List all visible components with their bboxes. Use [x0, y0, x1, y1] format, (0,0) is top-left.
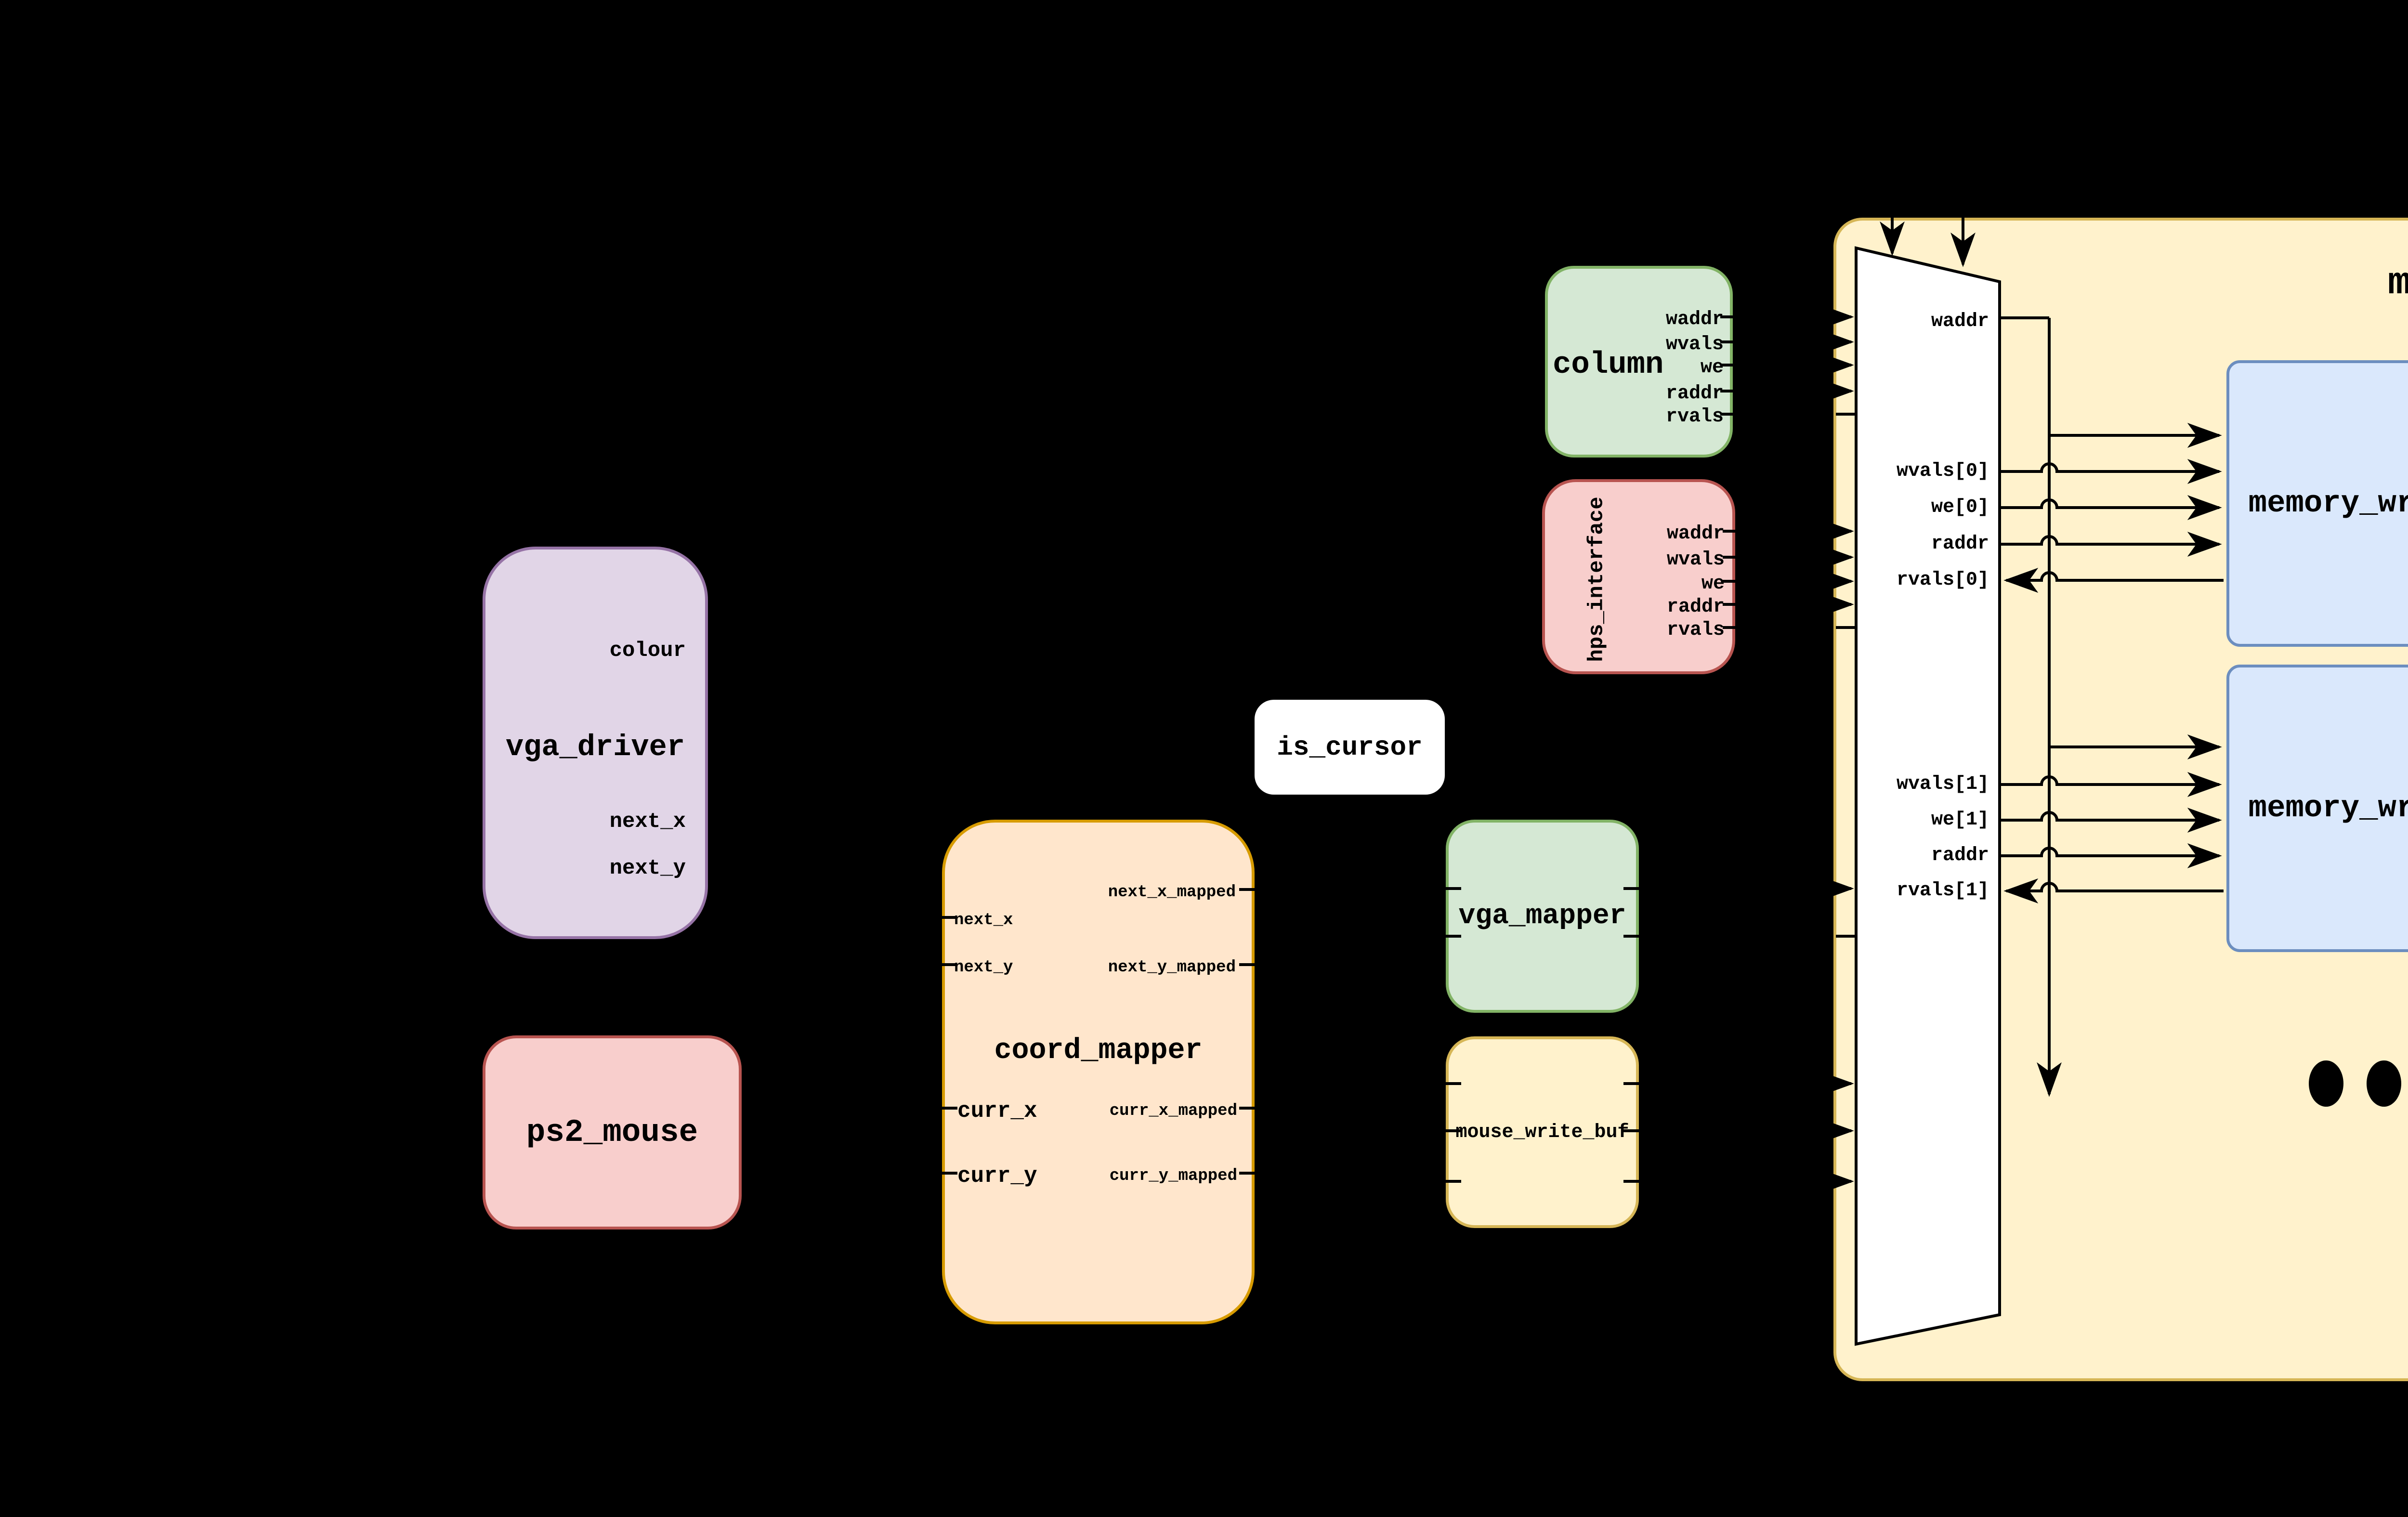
module-title: vga_driver [505, 730, 685, 764]
mux-label-rvals1: rvals[1] [1896, 880, 1989, 902]
port-next-x: next_x [954, 911, 1013, 929]
module-vga-driver: colour vga_driver next_x next_y [483, 547, 708, 939]
module-memory-wrapper-1: memory_wrapper [2226, 665, 2408, 952]
module-coord-mapper: next_x_mapped next_x next_y next_y_mappe… [942, 820, 1255, 1324]
ellipsis-dots [2309, 1060, 2401, 1107]
mux-label-wvals0: wvals[0] [1896, 460, 1989, 482]
hps-port-stubs [1723, 530, 1755, 629]
port-curr-x-mapped: curr_x_mapped [1109, 1102, 1237, 1120]
waddr-net [2000, 316, 2222, 1097]
mux-label-we1: we[1] [1931, 809, 1989, 831]
port-curr-x: curr_x [957, 1099, 1037, 1124]
mux-label-raddr0: raddr [1931, 533, 1989, 555]
memory-mux-trapezoid [1855, 246, 2001, 1346]
module-title: ps2_mouse [526, 1114, 698, 1151]
port-waddr: waddr [1665, 309, 1724, 330]
port-next-x: next_x [609, 810, 686, 834]
mux-input-arrows-column [1819, 304, 1855, 416]
port-next-x-mapped: next_x_mapped [1108, 883, 1236, 902]
module-title: column [1553, 348, 1664, 382]
port-next-y-mapped: next_y_mapped [1108, 958, 1236, 977]
port-curr-y: curr_y [957, 1164, 1037, 1189]
module-title: memory [2387, 262, 2408, 305]
mux-label-raddr1: raddr [1931, 845, 1989, 866]
column-port-stubs [1720, 315, 1753, 416]
mux-input-arrows-mouse-write-buf [1819, 1071, 1854, 1194]
module-title: memory_wrapper [2248, 791, 2408, 826]
mux-label-rvals0: rvals[0] [1896, 569, 1989, 591]
port-we: we [1700, 357, 1724, 379]
mux-label-waddr: waddr [1931, 311, 1989, 332]
mux-top-input-arrows [1880, 218, 1976, 267]
module-title: coord_mapper [994, 1034, 1203, 1067]
port-waddr: waddr [1666, 523, 1725, 545]
port-colour: colour [609, 639, 686, 663]
module-hps-interface: hps_interface waddr wvals we raddr rvals [1542, 479, 1735, 674]
bank0-wires [2000, 459, 2224, 593]
module-mouse-write-buf: mouse_write_buf [1446, 1036, 1639, 1228]
port-wvals: wvals [1666, 549, 1725, 571]
module-memory-wrapper-0: memory_wrapper [2226, 360, 2408, 647]
mux-input-arrows-vga-mapper [1819, 876, 1855, 938]
port-rvals: rvals [1665, 406, 1724, 428]
port-raddr: raddr [1666, 596, 1725, 618]
module-is-cursor: is_cursor [1255, 700, 1445, 795]
mux-label-wvals1: wvals[1] [1896, 773, 1989, 795]
port-raddr: raddr [1665, 383, 1724, 405]
module-title: mouse_write_buf [1455, 1121, 1629, 1143]
port-wvals: wvals [1665, 334, 1724, 355]
module-title: is_cursor [1277, 732, 1423, 763]
port-we: we [1701, 573, 1725, 595]
module-title: memory_wrapper [2248, 486, 2408, 521]
coord-mapper-port-stubs [928, 888, 1269, 1175]
port-curr-y-mapped: curr_y_mapped [1109, 1167, 1237, 1185]
wires [928, 218, 2224, 1194]
port-rvals: rvals [1666, 619, 1725, 641]
port-next-y: next_y [954, 958, 1013, 977]
module-title: vga_mapper [1458, 901, 1626, 932]
bank1-wires [2000, 772, 2224, 903]
port-next-y: next_y [609, 856, 686, 880]
module-ps2-mouse: ps2_mouse [483, 1035, 742, 1229]
module-vga-mapper: vga_mapper [1446, 820, 1639, 1013]
mux-input-arrows-hps [1819, 519, 1855, 629]
module-column: column waddr wvals we raddr rvals [1545, 266, 1733, 458]
mux-label-we0: we[0] [1931, 497, 1989, 518]
vga-mapper-port-stubs [1431, 887, 1653, 938]
mouse-write-buf-port-stubs [1431, 1082, 1653, 1183]
